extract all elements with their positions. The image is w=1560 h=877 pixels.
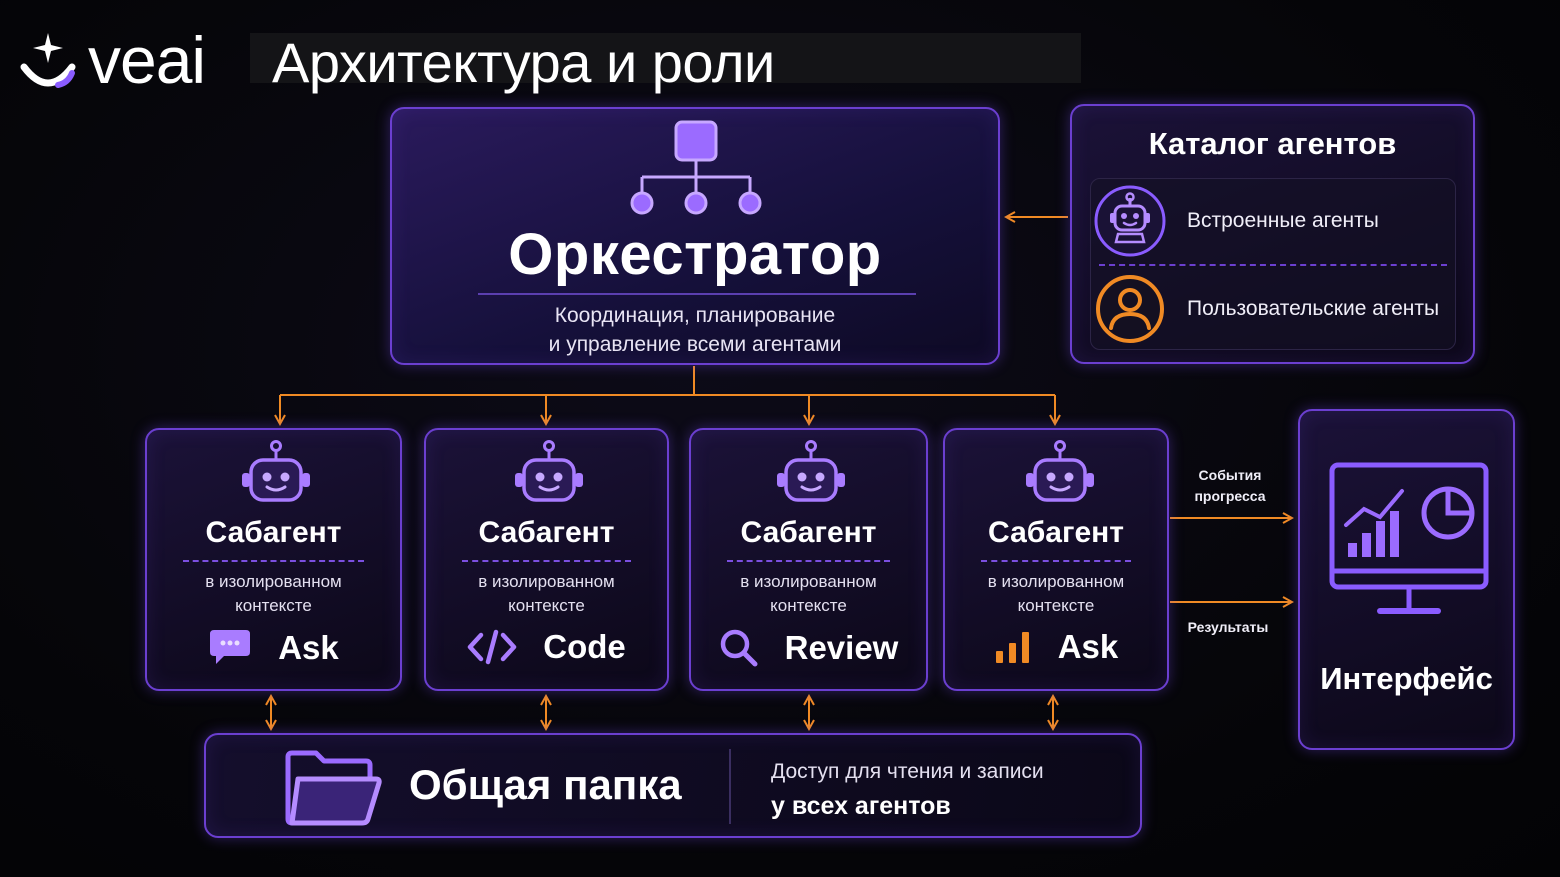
progress-events-line2: прогресса [1194, 488, 1266, 504]
catalog-item-label: Встроенные агенты [1187, 209, 1379, 232]
title-bar [250, 33, 1081, 83]
dashboard-monitor-icon [1329, 462, 1489, 614]
subagent-role-label: Review [784, 629, 899, 666]
subagent-title: Сабагент [740, 516, 877, 549]
subagent-desc-line1: в изолированном [478, 572, 615, 591]
robot-icon [515, 440, 583, 502]
orchestrator-divider [478, 293, 916, 295]
robot-icon [1026, 440, 1094, 502]
subagent-card-review: Сабагент в изолированном контексте Revie… [689, 428, 928, 691]
subagent-role-label: Ask [1057, 628, 1119, 665]
subagent-role: Ask [147, 628, 400, 668]
subagent-card-ask: Сабагент в изолированном контексте Ask [145, 428, 402, 691]
catalog-item-builtin: Встроенные агенты [1091, 179, 1455, 263]
subagent-card-code: Сабагент в изолированном контексте Code [424, 428, 669, 691]
subagent-separator [462, 560, 631, 562]
subagent-role-label: Ask [278, 629, 339, 666]
subagent-separator [981, 560, 1131, 562]
subagent-desc-line2: контексте [235, 596, 312, 615]
subagent-desc-line2: контексте [1017, 596, 1095, 615]
search-icon [720, 629, 758, 667]
subagent-description: в изолированном контексте [147, 570, 400, 618]
subagent-role: Code [426, 628, 667, 666]
agent-catalog-card: Каталог агентов Встроенные агенты [1070, 104, 1475, 364]
subagent-separator [183, 560, 364, 562]
robot-icon [777, 440, 845, 502]
robot-icon [1094, 185, 1166, 257]
subagent-title: Сабагент [478, 516, 615, 549]
orchestrator-desc-line2: и управление всеми агентами [548, 333, 842, 356]
subagent-title: Сабагент [988, 516, 1124, 549]
hierarchy-icon [630, 120, 762, 215]
subagent-description: в изолированном контексте [945, 570, 1167, 618]
subagent-desc-line1: в изолированном [205, 572, 342, 591]
orchestrator-to-subagents-arrows [280, 366, 1055, 424]
chat-icon [210, 630, 251, 664]
interface-title: Интерфейс [1320, 661, 1493, 696]
subagent-separator [727, 560, 890, 562]
shared-folder-title: Общая папка [409, 761, 682, 808]
catalog-item-custom: Пользовательские агенты [1091, 267, 1455, 351]
subagent-desc-line2: контексте [770, 596, 847, 615]
subagent-role: Ask [945, 628, 1167, 666]
logo: veai [18, 22, 233, 97]
subagents-to-folder-arrows [271, 696, 1053, 729]
results-label: Результаты [1187, 619, 1269, 635]
subagent-card-ask-2: Сабагент в изолированном контексте Ask [943, 428, 1169, 691]
subagent-desc-line1: в изолированном [987, 572, 1125, 591]
interface-card: Интерфейс [1298, 409, 1515, 750]
bar-chart-icon [995, 632, 1029, 663]
subagent-title: Сабагент [205, 516, 342, 549]
progress-events-label: События прогресса [1180, 465, 1280, 507]
orchestrator-title: Оркестратор [508, 222, 882, 287]
code-icon [468, 629, 517, 665]
robot-icon [242, 440, 310, 502]
user-icon [1096, 275, 1164, 343]
orchestrator-desc-line1: Координация, планирование [554, 304, 836, 327]
folder-icon [285, 750, 382, 826]
catalog-title: Каталог агентов [1148, 126, 1397, 161]
subagent-role: Review [691, 628, 926, 668]
subagent-description: в изолированном контексте [691, 570, 926, 618]
shared-folder-divider [729, 749, 731, 824]
veai-logo-icon [20, 32, 76, 88]
catalog-list: Встроенные агенты Пользовательские агент… [1090, 178, 1456, 350]
page-title: Архитектура и роли [272, 31, 775, 94]
logo-text: veai [88, 22, 206, 97]
subagent-role-label: Code [543, 628, 626, 665]
catalog-separator [1099, 264, 1447, 266]
shared-folder-desc-line2: у всех агентов [771, 792, 951, 820]
shared-folder-desc-line1: Доступ для чтения и записи [771, 760, 1044, 783]
subagent-desc-line2: контексте [508, 596, 585, 615]
progress-events-line1: События [1198, 467, 1262, 483]
orchestrator-card: Оркестратор Координация, планирование и … [390, 107, 1000, 365]
subagent-description: в изолированном контексте [426, 570, 667, 618]
catalog-item-label: Пользовательские агенты [1187, 297, 1440, 320]
subagent-desc-line1: в изолированном [740, 572, 877, 591]
orchestrator-description: Координация, планирование и управление в… [392, 301, 998, 359]
shared-folder-card: Общая папка Доступ для чтения и записи у… [204, 733, 1142, 838]
